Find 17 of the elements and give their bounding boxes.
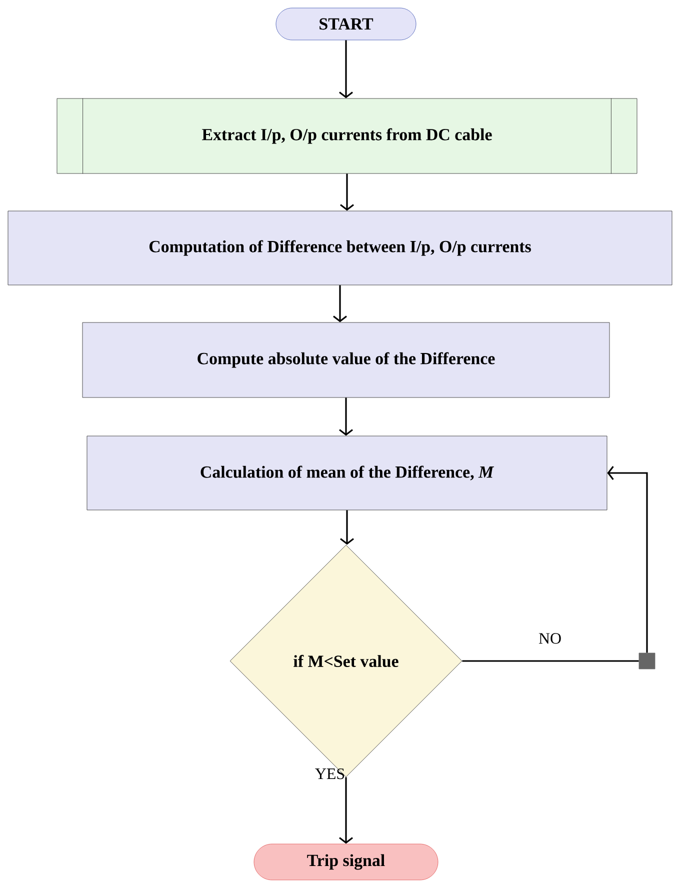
connector-line: [462, 660, 639, 662]
arrow: [339, 40, 353, 98]
terminal-box: Trip signal: [254, 844, 438, 880]
junction-square: [638, 652, 656, 670]
arrow: [333, 285, 347, 322]
process-box: Computation of Difference between I/p, O/p currents: [8, 210, 672, 286]
terminal-box: START: [276, 8, 416, 40]
arrow: [340, 510, 354, 545]
arrow: [340, 174, 354, 211]
edge-label: YES: [315, 768, 344, 780]
arrow: [339, 398, 353, 436]
process-box: Calculation of mean of the Difference, M: [86, 436, 608, 510]
process-box: Compute absolute value of the Difference: [82, 322, 610, 398]
arrow: [607, 466, 648, 653]
edge-label: NO: [538, 633, 561, 644]
subroutine-box: Extract I/p, O/p currents from DC cable: [56, 98, 638, 174]
arrow: [339, 777, 353, 844]
